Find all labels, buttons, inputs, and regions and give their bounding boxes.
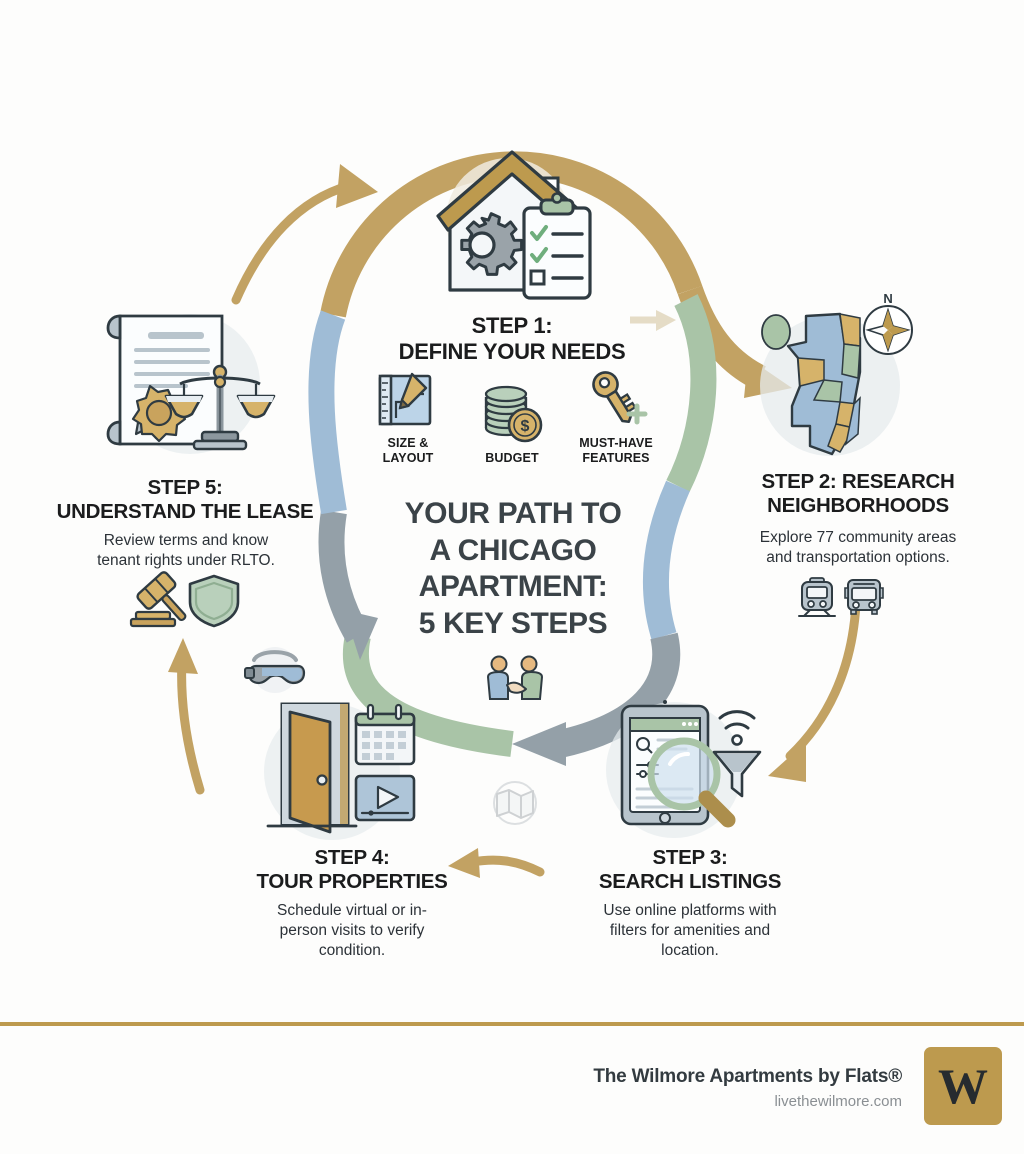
step4-heading-line2: TOUR PROPERTIES — [256, 869, 448, 893]
flow-arrow-2-to-3 — [785, 599, 861, 761]
step1-icon-budget: $ BUDGET — [464, 383, 560, 466]
open-door-icon — [266, 702, 358, 834]
wifi-icon — [718, 710, 756, 746]
step3-body-line1: Use online platforms with — [603, 902, 777, 919]
flow-arrow-5-to-1 — [231, 181, 353, 305]
funnel-icon — [712, 750, 762, 798]
calendar-icon — [354, 703, 416, 766]
flow-arrow-4-to-5 — [177, 655, 205, 795]
center-title-line2: A CHICAGO — [429, 533, 597, 567]
step4-body-line2: person visits to verify — [279, 922, 425, 940]
flow-arrow-small-right-head — [656, 310, 676, 331]
brand-logo: W — [924, 1047, 1002, 1125]
step2-transport-icons — [798, 577, 884, 617]
caption-line1: BUDGET — [485, 451, 539, 465]
step5-lease-icons — [106, 314, 276, 454]
step3-body-line3: location. — [661, 942, 719, 960]
train-icon — [798, 577, 836, 617]
step1-icon-size-layout: SIZE & LAYOUT — [360, 368, 456, 466]
house-gear-clipboard-icon — [436, 150, 592, 300]
step3-heading-line2: SEARCH LISTINGS — [598, 869, 782, 893]
step4-body-line1: Schedule virtual or in- — [277, 902, 427, 919]
step1-caption-budget: BUDGET — [464, 451, 560, 466]
gavel-icon — [129, 571, 187, 628]
ribbon-arrowhead-gray — [512, 722, 566, 766]
cycle-ribbon-diagram — [168, 151, 861, 878]
scales-of-justice-icon — [164, 364, 276, 451]
vr-headset-icon — [244, 647, 306, 693]
compass-icon: N — [863, 291, 913, 355]
step4-heading: STEP 4: TOUR PROPERTIES — [228, 846, 476, 894]
step4-body: Schedule virtual or in- person visits to… — [228, 901, 476, 961]
ribbon-segment-gray-bottom — [556, 632, 681, 758]
center-title-line4: 5 KEY STEPS — [418, 606, 608, 640]
ribbon-segment-blue-right — [642, 480, 690, 640]
flow-arrow-3-to-4 — [467, 855, 545, 877]
svg-text:N: N — [883, 291, 892, 306]
caption-line2: LAYOUT — [382, 451, 434, 465]
shield-icon — [188, 574, 240, 628]
step1-heading-line2: DEFINE YOUR NEEDS — [398, 338, 626, 364]
step3-heading-line1: STEP 3: — [652, 846, 728, 869]
center-title-line1: YOUR PATH TO — [404, 497, 622, 530]
footer-divider — [0, 1022, 1024, 1026]
step1-heading-line1: STEP 1: — [471, 313, 553, 338]
flow-arrow-3-to-4-head — [448, 848, 480, 878]
lease-scroll-icon — [106, 314, 224, 446]
step1-caption-must-have: MUST-HAVE FEATURES — [568, 436, 664, 466]
ribbon-arrowhead-gray-left — [344, 610, 378, 660]
center-title: YOUR PATH TO A CHICAGO APARTMENT: 5 KEY … — [372, 496, 654, 642]
blueprint-icon — [378, 372, 432, 426]
step2-body: Explore 77 community areas and transport… — [712, 528, 1004, 568]
footer-website-url[interactable]: livethewilmore.com — [774, 1093, 902, 1110]
caption-line1: SIZE & — [387, 436, 429, 450]
step4-heading-line1: STEP 4: — [314, 846, 390, 869]
step5-heading-line1: STEP 5: — [147, 476, 223, 499]
step1-caption-size-layout: SIZE & LAYOUT — [360, 436, 456, 466]
step4-tour-icons — [264, 702, 416, 840]
ribbon-segment-blue-left — [308, 310, 347, 515]
step5-heading: STEP 5: UNDERSTAND THE LEASE — [20, 476, 350, 524]
step3-heading: STEP 3: SEARCH LISTINGS — [566, 846, 814, 894]
flow-arrow-5-to-1-head — [336, 164, 378, 208]
step5-legal-icons — [129, 571, 240, 628]
step3-search-icons — [606, 700, 762, 838]
step2-body-line1: Explore 77 community areas — [759, 529, 957, 546]
magnifier-icon — [647, 737, 736, 828]
svg-text:$: $ — [521, 418, 530, 435]
step3-body-line2: filters for amenities and — [609, 922, 771, 940]
step1-heading: STEP 1: DEFINE YOUR NEEDS — [352, 313, 672, 364]
bus-icon — [844, 579, 884, 615]
step4-body-line3: condition. — [318, 942, 386, 960]
flow-arrow-2-to-3-head — [768, 742, 806, 782]
step2-heading-line1: STEP 2: RESEARCH — [761, 470, 955, 493]
brand-logo-letter: W — [938, 1058, 988, 1114]
caption-line2: FEATURES — [582, 451, 650, 465]
step5-heading-line2: UNDERSTAND THE LEASE — [56, 499, 314, 523]
coins-dollar-icon: $ — [484, 385, 543, 443]
handshake-icon — [486, 655, 544, 700]
step5-body-line2: tenant rights under RLTO. — [97, 552, 275, 570]
caption-line1: MUST-HAVE — [579, 436, 653, 450]
step3-body: Use online platforms with filters for am… — [566, 901, 814, 961]
flow-arrow-4-to-5-head — [168, 638, 198, 674]
step1-icon-row: SIZE & LAYOUT $ — [360, 368, 664, 466]
step5-body: Review terms and know tenant rights unde… — [40, 531, 332, 571]
chicago-map-icon: N — [760, 291, 913, 456]
center-title-line3: APARTMENT: — [418, 570, 608, 604]
video-player-icon — [354, 774, 416, 822]
gear-icon — [460, 212, 524, 276]
step5-body-line1: Review terms and know — [103, 532, 269, 549]
ribbon-segment-green-bottom — [342, 633, 514, 757]
ribbon-segment-green-right — [666, 294, 717, 492]
key-plus-icon — [592, 371, 648, 425]
folded-map-icon — [493, 781, 537, 825]
footer-brand-name: The Wilmore Apartments by Flats® — [593, 1066, 902, 1087]
step2-heading: STEP 2: RESEARCH NEIGHBORHOODS — [712, 470, 1004, 518]
step1-icon-must-have: MUST-HAVE FEATURES — [568, 368, 664, 466]
step2-heading-line2: NEIGHBORHOODS — [767, 493, 949, 517]
step2-body-line2: and transportation options. — [766, 549, 950, 567]
